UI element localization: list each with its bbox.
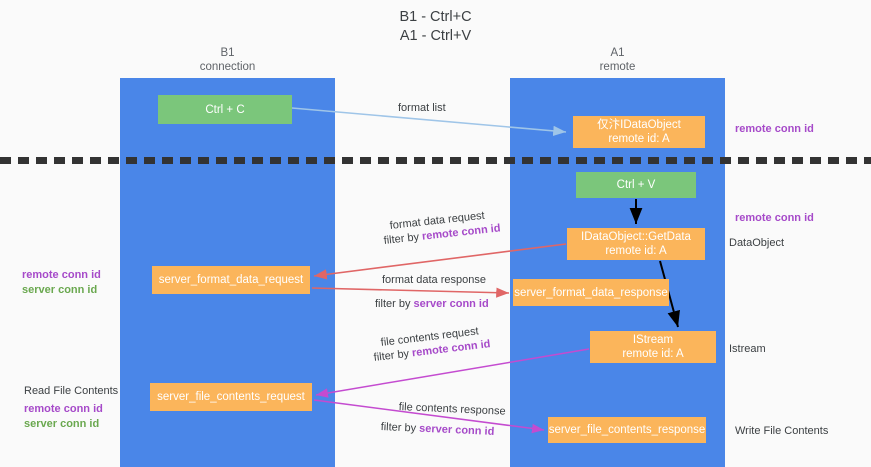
lane-header-b1: B1 connection — [120, 46, 335, 74]
node-idataobject[interactable]: 仅汴IDataObject remote id: A — [573, 116, 705, 148]
lane-header-a1-name: A1 — [610, 47, 625, 59]
lane-header-a1-subtitle: remote — [599, 61, 636, 73]
node-idataobject-line1: 仅汴IDataObject — [597, 119, 681, 131]
annotation-dataobject: DataObject — [729, 237, 785, 249]
page-title-line2: A1 - Ctrl+V — [399, 28, 472, 44]
arrow-format-data-response — [311, 287, 510, 298]
node-ctrl-v[interactable]: Ctrl + V — [576, 172, 696, 198]
annotation-istream: Istream — [729, 343, 766, 355]
annotation-left-server-conn-id-2: server conn id — [24, 418, 100, 430]
node-idataobject-getdata[interactable]: IDataObject::GetData remote id: A — [567, 228, 705, 260]
node-istream[interactable]: IStream remote id: A — [590, 331, 716, 363]
annotation-write-file-contents: Write File Contents — [735, 425, 829, 437]
edge-label-filter-server-conn-id-1: filter by server conn id — [375, 297, 489, 311]
node-getdata-line1: IDataObject::GetData — [581, 231, 691, 243]
annotation-left-conn-ids-2: remote conn id server conn id — [24, 402, 103, 432]
node-ctrl-c-label: Ctrl + C — [205, 103, 245, 116]
node-ctrl-v-label: Ctrl + V — [616, 179, 656, 191]
server-conn-id-text-1: server conn id — [413, 298, 489, 310]
node-server-format-data-response[interactable]: server_format_data_response — [513, 279, 669, 306]
annotation-read-file-contents: Read File Contents — [24, 385, 119, 397]
edge-label-format-list: format list — [398, 102, 446, 114]
filter-by-text-2: filter by — [375, 298, 414, 310]
node-istream-line1: IStream — [632, 334, 674, 346]
node-getdata-line2: remote id: A — [605, 245, 667, 257]
annotation-left-server-conn-id-1: server conn id — [22, 284, 98, 296]
annotation-left-remote-conn-id-2: remote conn id — [24, 403, 103, 415]
node-server-file-contents-request-label: server_file_contents_request — [157, 391, 305, 403]
node-server-file-contents-request[interactable]: server_file_contents_request — [150, 383, 312, 411]
node-server-format-data-response-label: server_format_data_response — [514, 286, 668, 299]
annotation-left-conn-ids-1: remote conn id server conn id — [22, 268, 101, 298]
page-title-line1: B1 - Ctrl+C — [399, 9, 472, 25]
edge-label-filter-server-conn-id-2: filter by server conn id — [380, 420, 494, 439]
server-conn-id-text-2: server conn id — [418, 422, 495, 438]
edge-label-file-contents-response: file contents response — [398, 400, 506, 418]
node-istream-line2: remote id: A — [622, 348, 684, 360]
filter-by-text-1: filter by — [383, 230, 423, 247]
annotation-remote-conn-id-mid: remote conn id — [735, 212, 814, 224]
filter-by-text-3: filter by — [373, 347, 413, 364]
node-ctrl-c[interactable]: Ctrl + C — [158, 95, 292, 124]
filter-by-text-4: filter by — [380, 420, 420, 435]
divider-dashed-line — [0, 157, 871, 164]
node-idataobject-line2: remote id: A — [608, 133, 670, 145]
node-server-file-contents-response-label: server_file_contents_response — [548, 424, 706, 436]
annotation-left-remote-conn-id-1: remote conn id — [22, 269, 101, 281]
lane-header-a1: A1 remote — [510, 46, 725, 74]
lane-header-b1-name: B1 — [220, 47, 235, 59]
annotation-remote-conn-id-top: remote conn id — [735, 123, 814, 135]
node-server-format-data-request-label: server_format_data_request — [158, 274, 304, 286]
edge-label-format-data-response: format data response — [382, 274, 486, 286]
node-server-format-data-request[interactable]: server_format_data_request — [152, 266, 310, 294]
node-server-file-contents-response[interactable]: server_file_contents_response — [548, 417, 706, 443]
lane-header-b1-subtitle: connection — [199, 61, 256, 73]
